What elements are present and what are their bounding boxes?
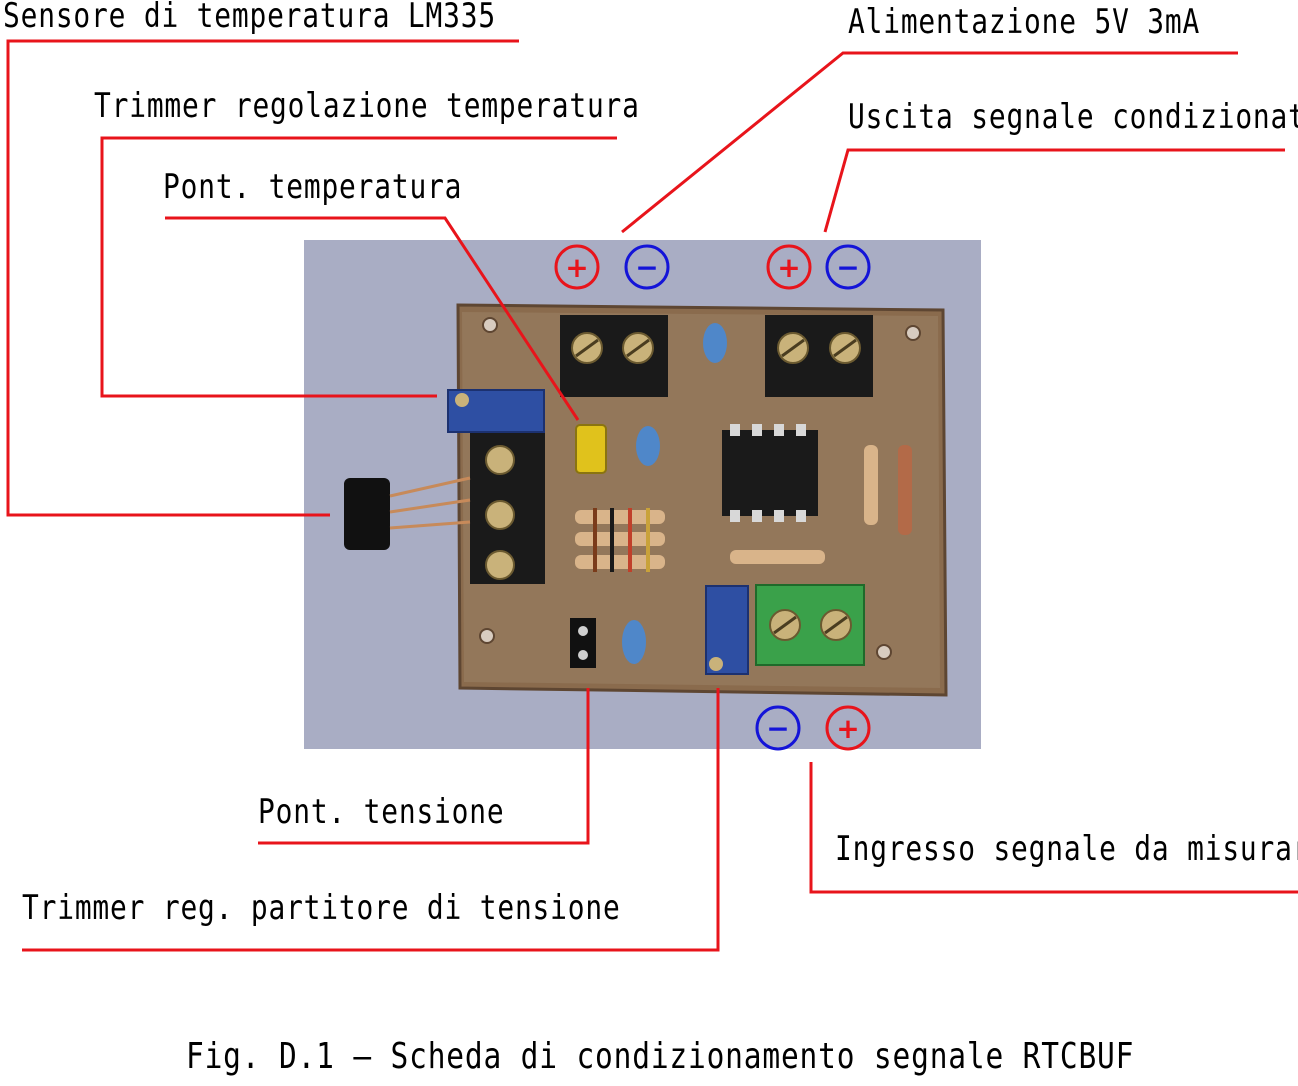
leader-line-output <box>823 148 1285 233</box>
svg-text:+: + <box>836 712 859 745</box>
label-bridge-temp: Pont. temperatura <box>163 167 463 207</box>
label-trimmer-divider: Trimmer reg. partitore di tensione <box>22 888 621 928</box>
polarity-output-minus: − <box>825 244 871 290</box>
leader-line-trimmer-divider <box>22 688 720 952</box>
leader-line-input <box>809 762 1298 894</box>
figure-caption: Fig. D.1 — Scheda di condizionamento seg… <box>186 1036 1135 1077</box>
capacitor <box>622 620 646 664</box>
input-terminal-block <box>755 584 865 666</box>
leader-line-bridge-temp <box>165 216 580 421</box>
resistor <box>898 445 912 535</box>
svg-text:−: − <box>836 251 859 284</box>
label-input: Ingresso segnale da misurare <box>835 829 1298 869</box>
mounting-hole <box>876 644 892 660</box>
svg-text:−: − <box>766 712 789 745</box>
mounting-hole <box>905 325 921 341</box>
label-power: Alimentazione 5V 3mA <box>848 2 1201 42</box>
label-sensor: Sensore di temperatura LM335 <box>3 0 496 36</box>
leader-line-trimmer-temp <box>100 136 617 398</box>
power-terminal-block <box>560 315 668 397</box>
output-terminal-block <box>765 315 873 397</box>
sensor-terminal-block <box>470 427 545 584</box>
polarity-power-plus: + <box>554 244 600 290</box>
svg-text:+: + <box>777 251 800 284</box>
polarity-input-plus: + <box>825 705 871 751</box>
bridge-temperature-jumper <box>575 424 607 474</box>
resistor <box>864 445 878 525</box>
mounting-hole <box>482 317 498 333</box>
ic-chip <box>722 424 818 522</box>
label-trimmer-temp: Trimmer regolazione temperatura <box>94 86 640 126</box>
lm335-sensor <box>344 476 471 550</box>
polarity-output-plus: + <box>766 244 812 290</box>
capacitor <box>636 426 660 466</box>
svg-text:+: + <box>565 251 588 284</box>
trimmer-temperature <box>447 389 545 433</box>
label-output: Uscita segnale condizionato <box>848 97 1298 137</box>
trimmer-divider <box>705 585 749 675</box>
leader-line-sensor <box>6 39 519 517</box>
label-bridge-voltage: Pont. tensione <box>258 792 505 832</box>
capacitor <box>703 323 727 363</box>
mounting-hole <box>479 628 495 644</box>
polarity-power-minus: − <box>624 244 670 290</box>
resistor <box>730 550 825 564</box>
resistor-array <box>575 508 665 572</box>
bridge-voltage-jumper <box>570 618 596 668</box>
svg-text:−: − <box>635 251 658 284</box>
leader-line-bridge-voltage <box>258 688 590 845</box>
polarity-input-minus: − <box>755 705 801 751</box>
leader-line-power <box>621 51 1238 234</box>
